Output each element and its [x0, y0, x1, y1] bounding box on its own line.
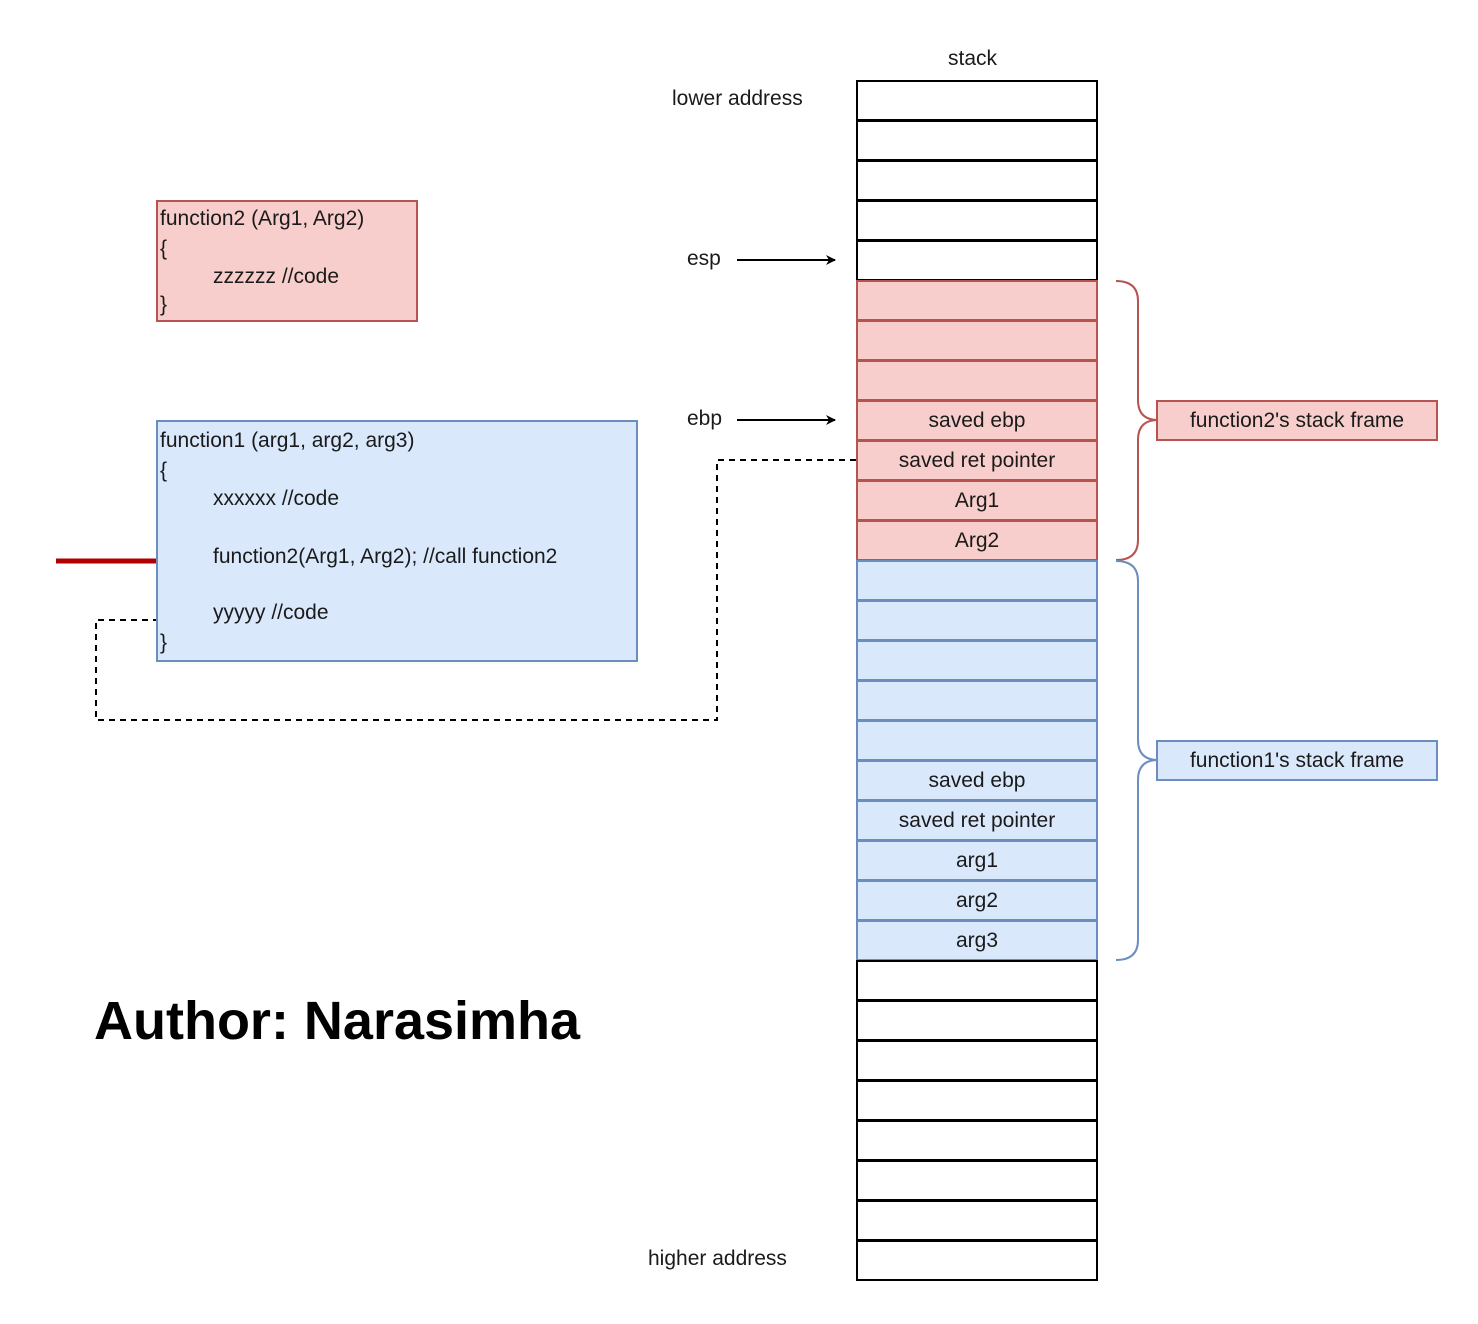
function1-code-box: function1 (arg1, arg2, arg3) { xxxxxx //…: [156, 420, 638, 662]
stack-cell: Arg2: [856, 520, 1098, 561]
stack-cell: [856, 360, 1098, 401]
stack-cell: [856, 1080, 1098, 1121]
esp-label: esp: [687, 247, 721, 270]
stack-cell: [856, 720, 1098, 761]
stack-cell: [856, 640, 1098, 681]
stack-cell: [856, 320, 1098, 361]
author-credit: Author: Narasimha: [94, 991, 581, 1051]
stack-cell: saved ret pointer: [856, 800, 1098, 841]
stack-cell: [856, 560, 1098, 601]
stack-title: stack: [948, 47, 998, 70]
function1-code-line-1: xxxxxx //code: [213, 487, 340, 510]
stack-cell: [856, 120, 1098, 161]
stack-cell: [856, 1240, 1098, 1281]
stack-cell: saved ebp: [856, 760, 1098, 801]
stack-cell: [856, 200, 1098, 241]
function2-code-box: function2 (Arg1, Arg2) { zzzzzz //code }: [156, 200, 418, 322]
stack-cell: [856, 1160, 1098, 1201]
stack-cell: [856, 600, 1098, 641]
stack-cell: arg1: [856, 840, 1098, 881]
stack-cell: [856, 1200, 1098, 1241]
function1-stack-frame-label: function1's stack frame: [1156, 740, 1438, 781]
function1-close-brace: }: [160, 631, 168, 654]
function2-stack-frame-label: function2's stack frame: [1156, 400, 1438, 441]
ebp-label: ebp: [687, 407, 723, 430]
function2-open-brace: {: [160, 237, 168, 260]
stack-cell: [856, 1040, 1098, 1081]
stack-cell: [856, 160, 1098, 201]
stack-cell: [856, 240, 1098, 281]
function2-signature: function2 (Arg1, Arg2): [160, 207, 365, 230]
return-address-dashed-link: [95, 459, 856, 721]
function2-frame-brace: [1115, 280, 1159, 561]
stack-cell: [856, 80, 1098, 121]
function1-open-brace: {: [160, 459, 168, 482]
function1-signature: function1 (arg1, arg2, arg3): [160, 429, 415, 452]
stack-cell: saved ebp: [856, 400, 1098, 441]
lower-address-label: lower address: [672, 87, 803, 110]
function1-call-line: function2(Arg1, Arg2); //call function2: [213, 545, 558, 568]
stack-cell: arg3: [856, 920, 1098, 961]
stack-cell: [856, 280, 1098, 321]
stack-cell: [856, 1120, 1098, 1161]
higher-address-label: higher address: [648, 1247, 787, 1270]
stack-cell: [856, 1000, 1098, 1041]
function1-code-line-2: yyyyy //code: [213, 601, 329, 624]
stack-cell: saved ret pointer: [856, 440, 1098, 481]
stack-cell: arg2: [856, 880, 1098, 921]
stack-cell: [856, 680, 1098, 721]
stack-cell: Arg1: [856, 480, 1098, 521]
stack-cell: [856, 960, 1098, 1001]
function2-close-brace: }: [160, 293, 168, 316]
function2-body-line: zzzzzz //code: [213, 265, 340, 288]
function1-frame-brace: [1115, 560, 1159, 961]
